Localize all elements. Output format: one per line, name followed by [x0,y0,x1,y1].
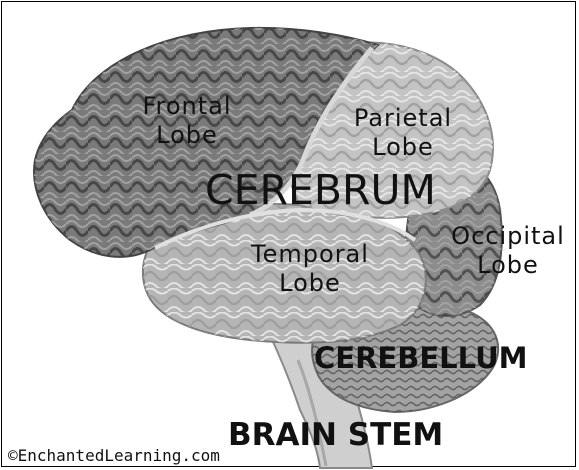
occipital-lobe-label: Occipital Lobe [440,222,576,280]
occipital-lobe-line2: Lobe [440,251,576,280]
parietal-lobe-line2: Lobe [340,133,466,162]
brain-stem-label: BRAIN STEM [228,420,443,451]
cerebellum-label: CEREBELLUM [314,344,527,373]
frontal-lobe-line2: Lobe [126,121,248,150]
frontal-lobe-line1: Frontal [126,92,248,121]
temporal-lobe-label: Temporal Lobe [230,240,390,298]
occipital-lobe-line1: Occipital [440,222,576,251]
temporal-lobe-line1: Temporal [230,240,390,269]
temporal-lobe-line2: Lobe [230,269,390,298]
parietal-lobe-line1: Parietal [340,104,466,133]
parietal-lobe-label: Parietal Lobe [340,104,466,162]
frontal-lobe-label: Frontal Lobe [126,92,248,150]
copyright-text: ©EnchantedLearning.com [8,448,220,464]
cerebrum-label: CEREBRUM [205,170,436,211]
